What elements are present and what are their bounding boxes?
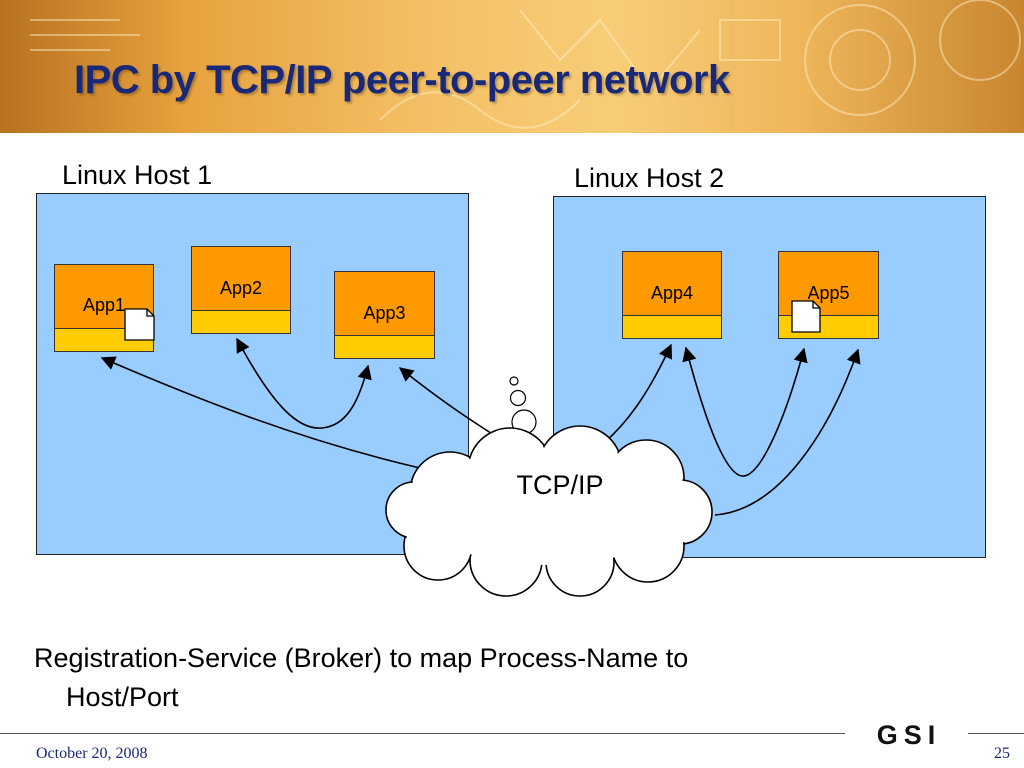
app4-label: App4: [650, 283, 694, 303]
bubble-medium: [509, 389, 527, 407]
document-icon-app1: [124, 308, 155, 341]
page-number: 25: [994, 745, 1010, 762]
app2-port: [192, 310, 290, 333]
footer-rule-right: [968, 733, 1024, 734]
app5-label: App5: [807, 283, 850, 303]
bubble-small: [509, 376, 519, 386]
gsi-logo-text: GSI: [877, 720, 942, 749]
banner-decoration: [30, 0, 1021, 129]
app1-label: App1: [82, 295, 126, 315]
document-icon-app5: [791, 300, 821, 333]
tcpip-cloud: [385, 425, 713, 597]
host1-label: Linux Host 1: [62, 160, 213, 190]
header-banner: IPC by TCP/IP peer-to-peer network: [0, 0, 1024, 133]
gsi-logo: GSI: [877, 720, 942, 749]
app3-label: App3: [363, 303, 406, 323]
footer-rule-left: [0, 733, 845, 734]
connection-arrows: [100, 337, 861, 516]
app2-box[interactable]: App2: [191, 246, 291, 334]
note-line-1: Registration-Service (Broker) to map Pro…: [34, 643, 689, 673]
tcpip-label: TCP/IP: [516, 470, 604, 500]
slide-title: IPC by TCP/IP peer-to-peer network: [74, 58, 730, 102]
app4-box[interactable]: App4: [622, 251, 722, 339]
app2-label: App2: [219, 278, 263, 298]
app4-port: [623, 315, 721, 338]
footer-date: October 20, 2008: [36, 745, 148, 762]
note-line-2: Host/Port: [66, 682, 179, 712]
host2-label: Linux Host 2: [574, 163, 725, 193]
